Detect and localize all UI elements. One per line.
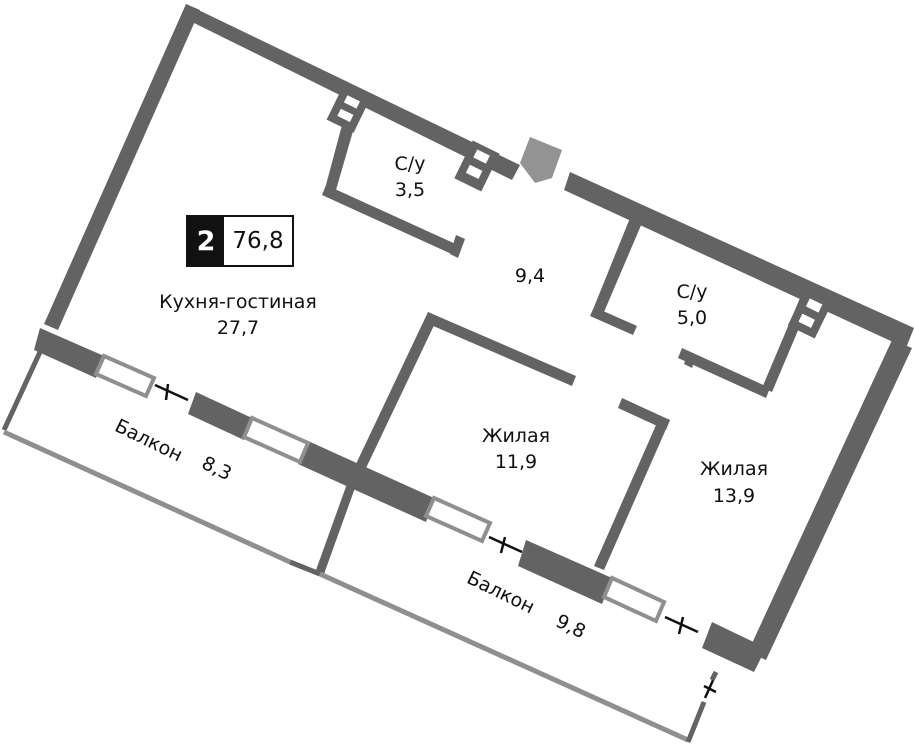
room-label-bath2-area: 5,0 bbox=[677, 307, 707, 329]
room-label-bath1-area: 3,5 bbox=[395, 179, 425, 201]
room-label-bedroom2-area: 13,9 bbox=[713, 485, 755, 507]
room-label-bedroom2-name: Жилая bbox=[700, 458, 768, 480]
door-tick-icon bbox=[154, 383, 717, 699]
balcony-outlines bbox=[1, 350, 719, 743]
room-label-hall-area: 9,4 bbox=[515, 265, 545, 287]
apartment-badge: 2 76,8 bbox=[186, 215, 294, 267]
room-label-kitchen-name: Кухня-гостиная bbox=[159, 291, 317, 313]
total-area: 76,8 bbox=[224, 217, 292, 265]
outer-walls bbox=[44, 4, 914, 660]
window bbox=[241, 415, 311, 465]
room-label-bath2-name: С/у bbox=[677, 281, 708, 303]
bathroom-2-walls bbox=[590, 218, 833, 398]
window bbox=[93, 353, 157, 399]
room-label-balcony1-area: 8,3 bbox=[198, 452, 235, 485]
window bbox=[601, 575, 667, 624]
room-label-bedroom1-name: Жилая bbox=[482, 425, 550, 447]
entrance-pentagon-icon bbox=[520, 137, 562, 183]
room-label-kitchen-area: 27,7 bbox=[217, 317, 259, 339]
room-label-bath1-name: С/у bbox=[395, 153, 426, 175]
room-label-balcony1-name: Балкон bbox=[111, 415, 186, 466]
bathroom-1-walls bbox=[322, 87, 500, 258]
balcony-divider bbox=[316, 470, 360, 574]
bedroom-1-walls bbox=[356, 312, 670, 570]
wall-left bbox=[44, 4, 200, 330]
room-label-balcony2-area: 9,8 bbox=[552, 610, 589, 643]
room-label-balcony2-name: Балкон bbox=[463, 567, 538, 618]
room-label-bedroom1-area: 11,9 bbox=[495, 451, 537, 473]
window bbox=[423, 495, 493, 544]
facade-windows bbox=[93, 353, 667, 624]
rooms-count: 2 bbox=[188, 217, 224, 265]
wall-right bbox=[748, 340, 912, 660]
facade-piers bbox=[34, 328, 766, 672]
wall-top-left bbox=[186, 4, 520, 180]
